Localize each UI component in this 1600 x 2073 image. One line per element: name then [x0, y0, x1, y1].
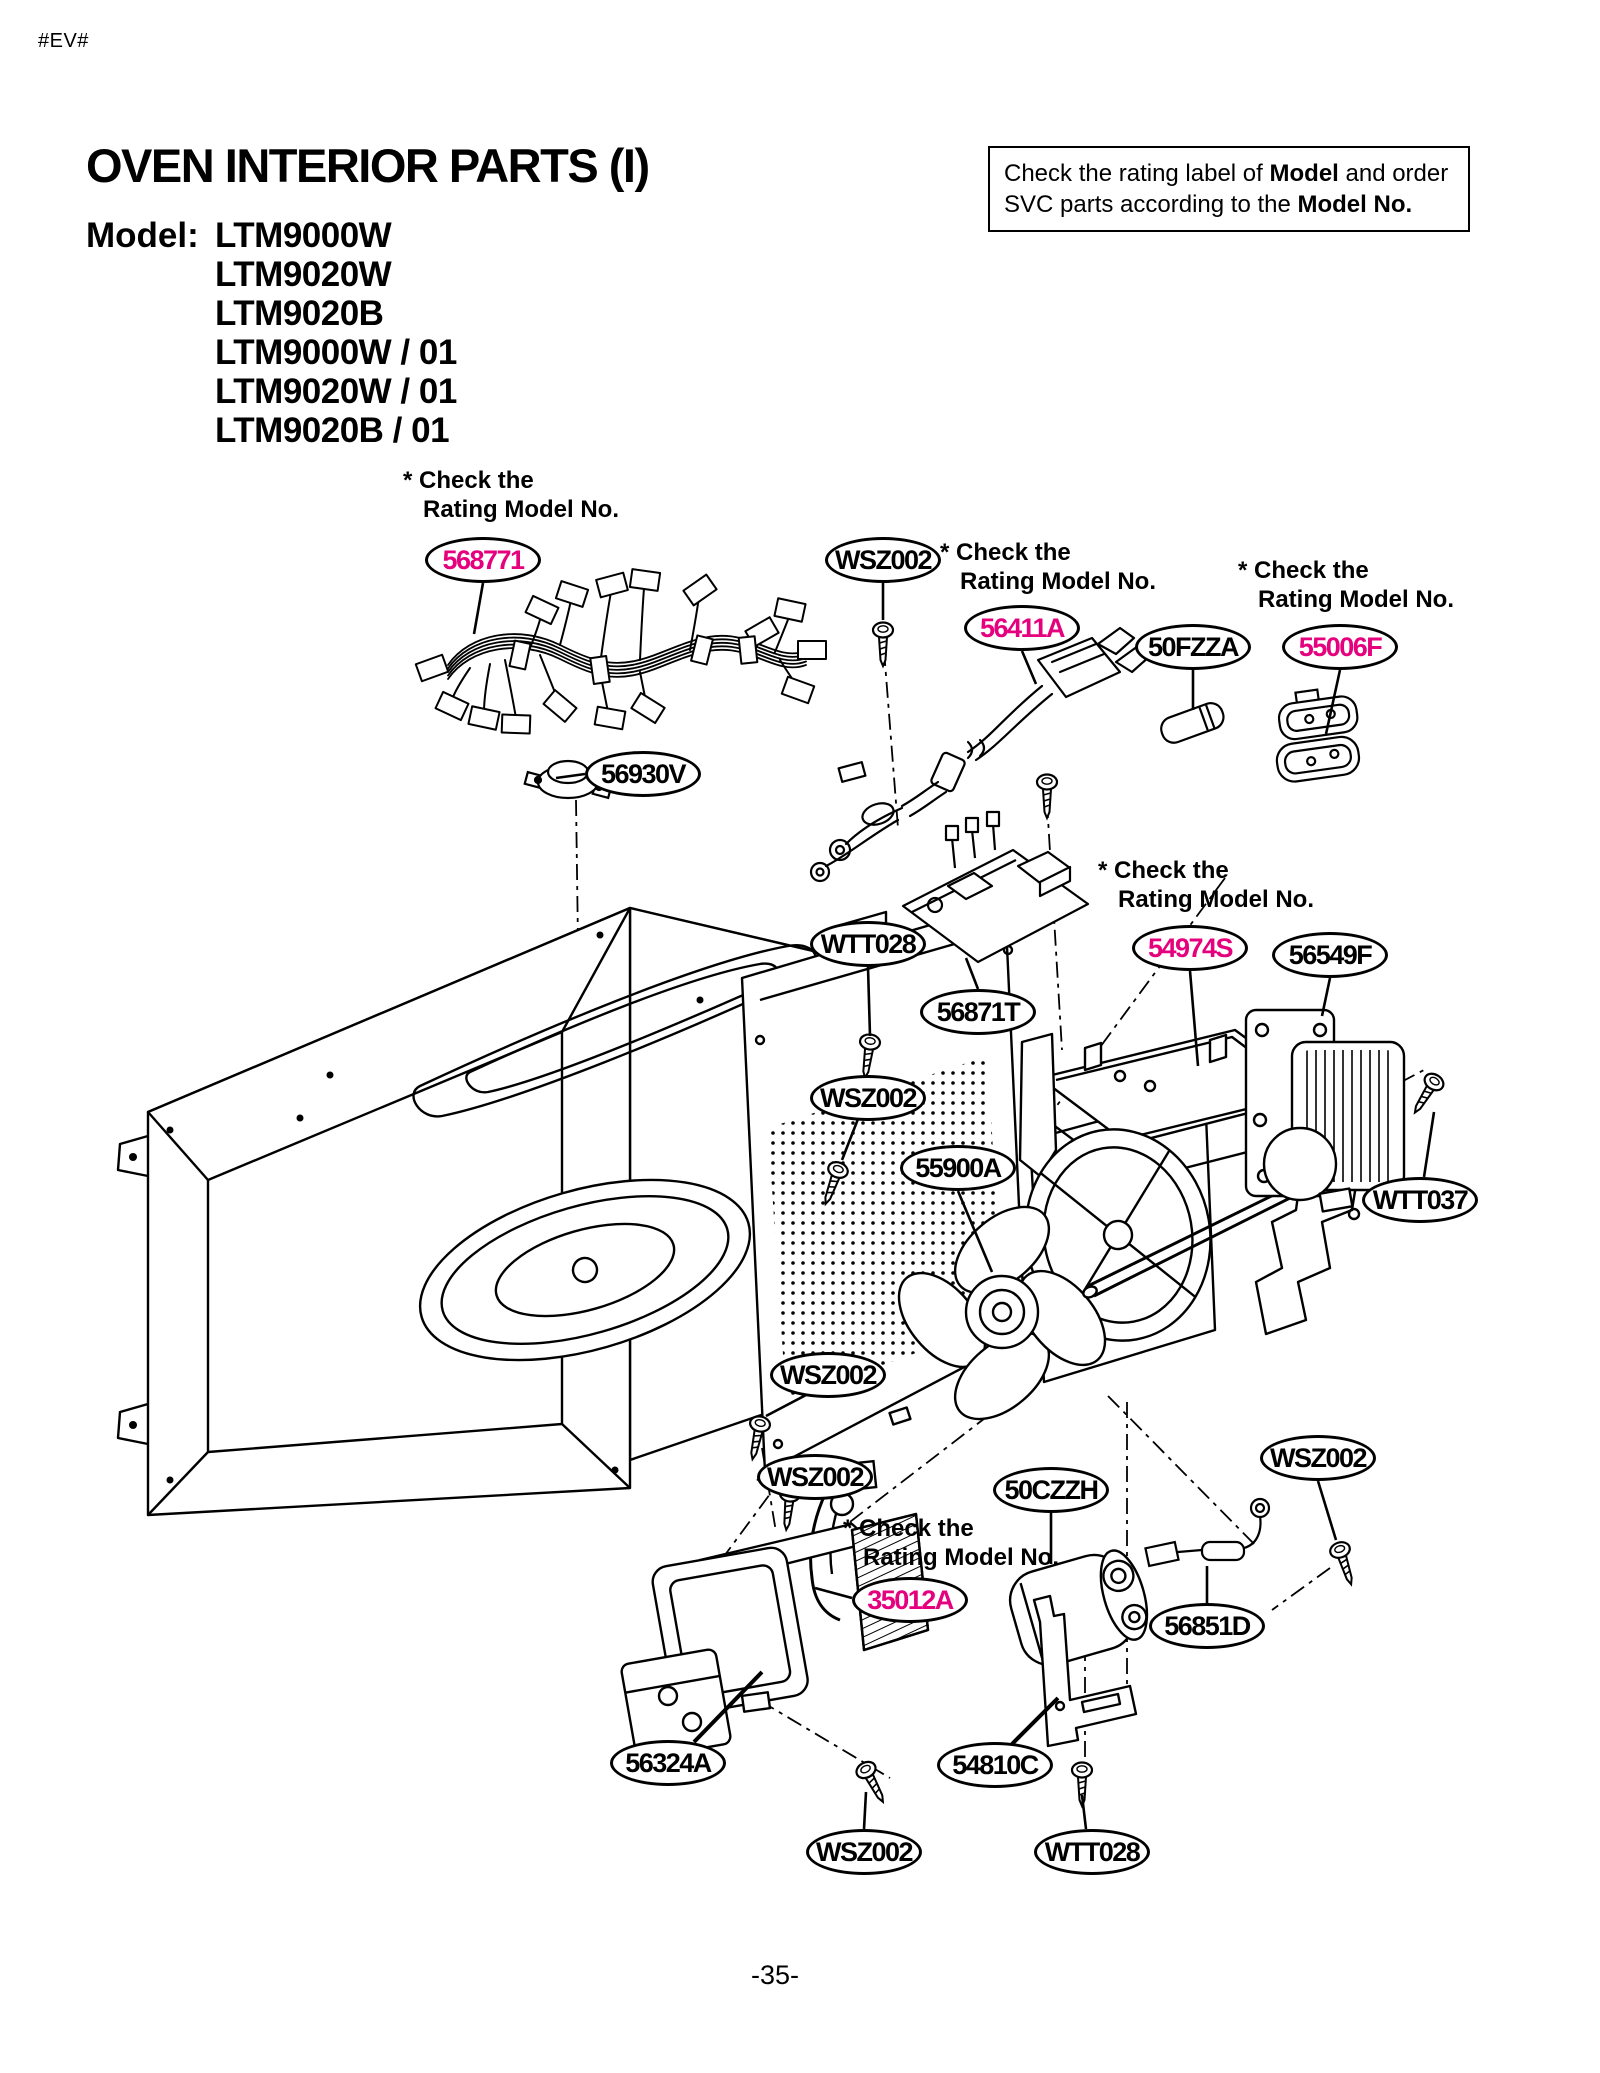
check-rating-note-line2: Rating Model No. [960, 568, 1156, 595]
note-line1-pre: Check the rating label of [1004, 160, 1270, 187]
check-rating-note-line1: * Check the [1098, 857, 1229, 884]
leader-line [866, 966, 872, 1037]
part-label-54810c: 54810C [937, 1742, 1053, 1788]
rating-note-box: Check the rating label of Model and orde… [988, 146, 1470, 232]
leader-line [765, 1393, 807, 1418]
part-label-wtt028: WTT028 [1034, 1829, 1150, 1875]
model-number: LTM9020W / 01 [215, 372, 457, 411]
part-label-56851d: 56851D [1149, 1603, 1265, 1649]
leader-line [814, 1586, 853, 1600]
leader-line [956, 1190, 994, 1273]
part-label-56324a: 56324A [610, 1740, 726, 1786]
model-number: LTM9020B / 01 [215, 411, 450, 450]
model-number: LTM9000W / 01 [215, 333, 457, 372]
part-label-56930v: 56930V [585, 751, 701, 797]
screw-icon [871, 621, 895, 668]
screw-icon [852, 1757, 893, 1808]
leader-line [1320, 977, 1332, 1017]
fan-blade-drawing [897, 1205, 1107, 1421]
part-label-wsz002: WSZ002 [825, 537, 941, 583]
part-label-wtt028: WTT028 [810, 921, 926, 967]
part-label-55006f: 55006F [1282, 624, 1398, 670]
screw-icon [1405, 1069, 1448, 1119]
leader-line [1080, 1794, 1088, 1830]
model-number: LTM9020W [215, 255, 392, 294]
leader-line [692, 1670, 764, 1744]
check-rating-note-line1: * Check the [843, 1515, 974, 1542]
diode-drawing [1144, 1497, 1271, 1568]
fuse-holder-drawing [1275, 688, 1361, 783]
part-label-wsz002: WSZ002 [806, 1829, 922, 1875]
part-label-50czzh: 50CZZH [993, 1467, 1109, 1513]
leader-lines [472, 582, 1436, 1830]
model-heading: Model: [86, 216, 199, 255]
part-label-wsz002: WSZ002 [757, 1454, 873, 1500]
leader-line [1020, 650, 1038, 685]
check-rating-note-line2: Rating Model No. [863, 1544, 1059, 1571]
model-number: LTM9020B [215, 294, 384, 333]
screw-icon [1035, 773, 1059, 820]
part-label-568771: 568771 [425, 537, 541, 583]
fan-motor-drawing [1082, 1008, 1406, 1299]
leader-line [555, 772, 586, 780]
leader-line [964, 957, 980, 990]
corner-mark: #EV# [38, 30, 89, 52]
wire-harness-drawing [414, 568, 827, 735]
leader-line [862, 1791, 868, 1830]
page-title: OVEN INTERIOR PARTS (I) [86, 139, 650, 192]
model-number: LTM9000W [215, 216, 392, 255]
note-line2-pre: SVC parts according to the [1004, 191, 1298, 218]
screw-icon [1327, 1538, 1362, 1589]
part-label-wsz002: WSZ002 [1260, 1435, 1376, 1481]
part-label-50fzza: 50FZZA [1135, 624, 1251, 670]
note-line2-bold: Model No. [1297, 191, 1413, 218]
leader-line [1010, 1696, 1060, 1746]
capacitor-bracket-drawing [1032, 1594, 1138, 1748]
check-rating-note-line1: * Check the [940, 539, 1071, 566]
leader-line [1422, 1111, 1436, 1178]
part-label-56871t: 56871T [920, 989, 1036, 1035]
pcb-drawing [901, 810, 1090, 964]
leader-line [1188, 970, 1200, 1067]
page-number: -35- [750, 1960, 799, 1990]
fuse-drawing [1160, 702, 1225, 744]
leader-line [472, 582, 485, 635]
part-label-54974s: 54974S [1132, 925, 1248, 971]
power-cord-drawing [809, 626, 1152, 883]
leader-line [840, 1118, 860, 1161]
check-rating-note-line2: Rating Model No. [423, 496, 619, 523]
check-rating-note-line1: * Check the [403, 467, 534, 494]
note-line1-bold: Model [1269, 160, 1339, 187]
part-label-35012a: 35012A [852, 1577, 968, 1623]
part-label-wsz002: WSZ002 [810, 1075, 926, 1121]
part-label-56549f: 56549F [1272, 932, 1388, 978]
check-rating-note-line1: * Check the [1238, 557, 1369, 584]
check-rating-note-line2: Rating Model No. [1118, 886, 1314, 913]
leader-line [1316, 1480, 1338, 1541]
part-label-wsz002: WSZ002 [770, 1352, 886, 1398]
check-rating-note-line2: Rating Model No. [1258, 586, 1454, 613]
part-label-56411a: 56411A [964, 605, 1080, 651]
note-line1-post: and order [1338, 160, 1449, 187]
part-label-55900a: 55900A [900, 1145, 1016, 1191]
leader-line [1324, 669, 1342, 735]
part-label-wtt037: WTT037 [1362, 1177, 1478, 1223]
